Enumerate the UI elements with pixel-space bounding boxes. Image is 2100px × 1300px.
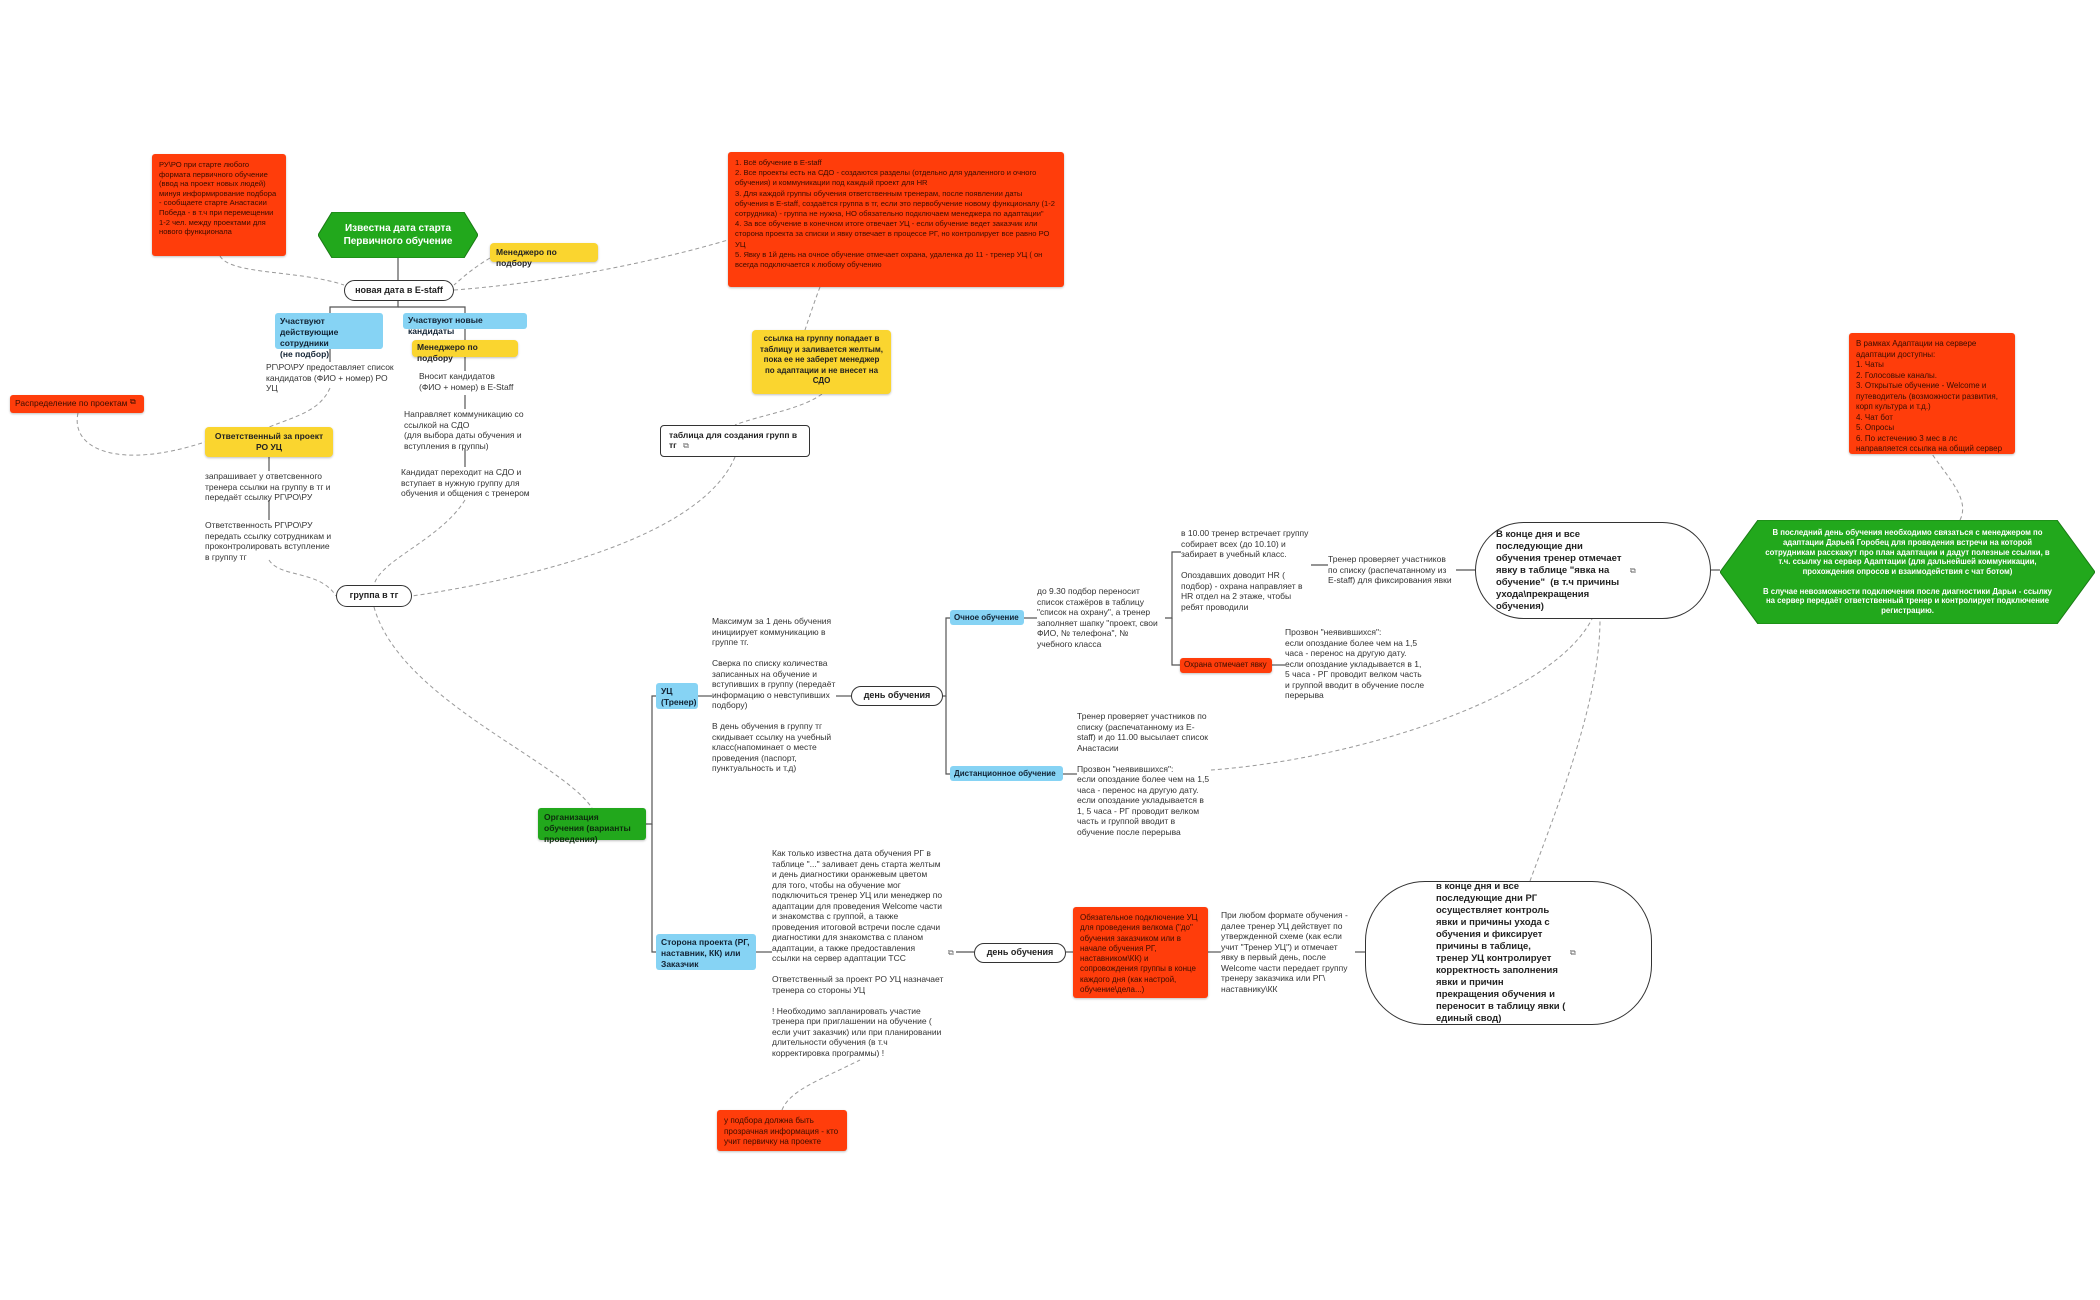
dashed-group-org bbox=[373, 606, 593, 809]
table-groups-label: таблица для создания групп в тг bbox=[669, 430, 798, 450]
new-date-node[interactable]: новая дата в E-staff bbox=[344, 280, 454, 301]
trainer-checks-1-text: Тренер проверяет участников по списку (р… bbox=[1328, 554, 1452, 585]
training-day-1-node[interactable]: день обучения bbox=[851, 686, 943, 706]
requests-link-text: запрашивает у ответсвенного тренера ссыл… bbox=[205, 471, 333, 502]
enters-candidates-text: Вносит кандидатов (ФИО + номер) в E-Staf… bbox=[419, 371, 514, 392]
connector-930-1000 bbox=[1165, 551, 1181, 619]
rp-list-text: РГ\РО\РУ предоставляет список кандидатов… bbox=[266, 362, 397, 393]
selection-note[interactable]: у подбора должна быть прозрачная информа… bbox=[717, 1110, 847, 1151]
dashed-resp2-group bbox=[268, 559, 337, 597]
end-day-trainer-node[interactable]: В конце дня и все последующие дни обучен… bbox=[1475, 522, 1711, 619]
current-staff-node[interactable]: Участвуют действующие сотрудники (не под… bbox=[275, 313, 383, 359]
mandatory-connect-node[interactable]: Обязательное подключение УЦ для проведен… bbox=[1073, 907, 1208, 998]
project-side-node[interactable]: Сторона проекта (РГ, наставник, КК) или … bbox=[656, 934, 756, 970]
dashed-ruro-newdate bbox=[219, 255, 345, 286]
inperson-930-text: до 9.30 подбор переносит список стажёров… bbox=[1037, 586, 1161, 649]
estaff-note[interactable]: 1. Всё обучение в E-staff 2. Все проекты… bbox=[728, 152, 1064, 287]
external-link-icon[interactable]: ⧉ bbox=[1570, 948, 1576, 957]
end-day-rg-label: в конце дня и все последующие дни РГ осу… bbox=[1436, 881, 1569, 1024]
new-candidates-node[interactable]: Участвуют новые кандидаты bbox=[403, 313, 527, 336]
dashed-link-table bbox=[734, 393, 823, 426]
start-hexagon[interactable] bbox=[318, 212, 478, 258]
dashed-rplist-resp bbox=[268, 387, 331, 428]
training-day-2-node[interactable]: день обучения bbox=[974, 943, 1066, 963]
adapt-note[interactable]: В рамках Адаптации на сервере адаптации … bbox=[1849, 333, 2015, 454]
managers-mid-node[interactable]: Менеджеро по подбору bbox=[412, 340, 518, 363]
table-groups-node[interactable]: таблица для создания групп в тг ⧉ bbox=[660, 425, 810, 457]
dashed-moves-group bbox=[373, 499, 466, 586]
resp-uc-node[interactable]: Ответственный за проект РО УЦ bbox=[205, 427, 333, 457]
dashed-managers-newdate bbox=[453, 257, 491, 286]
managers-top-node[interactable]: Менеджеро по подбору bbox=[490, 243, 598, 268]
as-soon-text: Как только известна дата обучения РГ в т… bbox=[772, 848, 944, 1058]
start-label: Известна дата старта Первичного обучение bbox=[343, 223, 453, 247]
sends-comm-text: Направляет коммуникацию со ссылкой на СД… bbox=[404, 409, 524, 451]
remote-node[interactable]: Дистанционное обучение bbox=[950, 766, 1063, 781]
external-link-icon[interactable]: ⧉ bbox=[948, 948, 954, 957]
trainer-checks-2-text: Тренер проверяет участников по списку (р… bbox=[1077, 711, 1210, 837]
guard-node[interactable]: Охрана отмечает явку bbox=[1180, 658, 1272, 673]
external-link-icon[interactable]: ⧉ bbox=[683, 441, 689, 450]
group-tg-node[interactable]: группа в тг bbox=[336, 585, 412, 607]
end-day-rg-node[interactable]: в конце дня и все последующие дни РГ осу… bbox=[1365, 881, 1652, 1025]
connector-newdate-current bbox=[329, 301, 399, 313]
link-yellow-node[interactable]: ссылка на группу попадает в таблицу и за… bbox=[752, 330, 891, 394]
connector-org-project bbox=[651, 824, 656, 953]
connector-day1-inperson bbox=[943, 617, 950, 697]
connector-day1-remote bbox=[945, 696, 950, 775]
max-day-text: Максимум за 1 день обучения инициирует к… bbox=[712, 616, 836, 773]
last-day-hexagon[interactable] bbox=[1720, 520, 2095, 624]
distribution-link-icon[interactable]: ⧉ bbox=[130, 397, 136, 406]
org-training-node[interactable]: Организация обучения (варианты проведени… bbox=[538, 808, 646, 844]
dashed-lastday-adapt bbox=[1931, 453, 1964, 521]
last-day-label: В последний день обучения необходимо свя… bbox=[1762, 527, 2053, 616]
dashed-dist-resp bbox=[76, 412, 206, 456]
connector-org-uc bbox=[646, 695, 656, 825]
ruro-note[interactable]: РУ\РО при старте любого формата первично… bbox=[152, 154, 286, 256]
at-1000-text: в 10.00 тренер встречает группу собирает… bbox=[1181, 528, 1309, 612]
dashed-selection-text bbox=[781, 1059, 861, 1111]
distribution-node[interactable]: Распределение по проектам bbox=[10, 395, 144, 413]
dashed-estaff-link bbox=[804, 286, 821, 331]
uc-trainer-node[interactable]: УЦ (Тренер) bbox=[656, 683, 698, 709]
candidate-moves-text: Кандидат переходит на СДО и вступает в н… bbox=[401, 467, 530, 498]
inperson-node[interactable]: Очное обучение bbox=[950, 610, 1024, 625]
end-day-trainer-label: В конце дня и все последующие дни обучен… bbox=[1496, 528, 1625, 612]
any-format-text: При любом формате обучения - далее трене… bbox=[1221, 910, 1351, 994]
dashed-endrg-endday bbox=[1529, 618, 1601, 882]
responsibility-text: Ответственность РГ\РО\РУ передать ссылку… bbox=[205, 520, 334, 562]
no-show-1-text: Прозвон "неявившихся": если опоздание бо… bbox=[1285, 627, 1425, 700]
external-link-icon[interactable]: ⧉ bbox=[1630, 565, 1636, 575]
connector-930-guard bbox=[1171, 618, 1180, 666]
